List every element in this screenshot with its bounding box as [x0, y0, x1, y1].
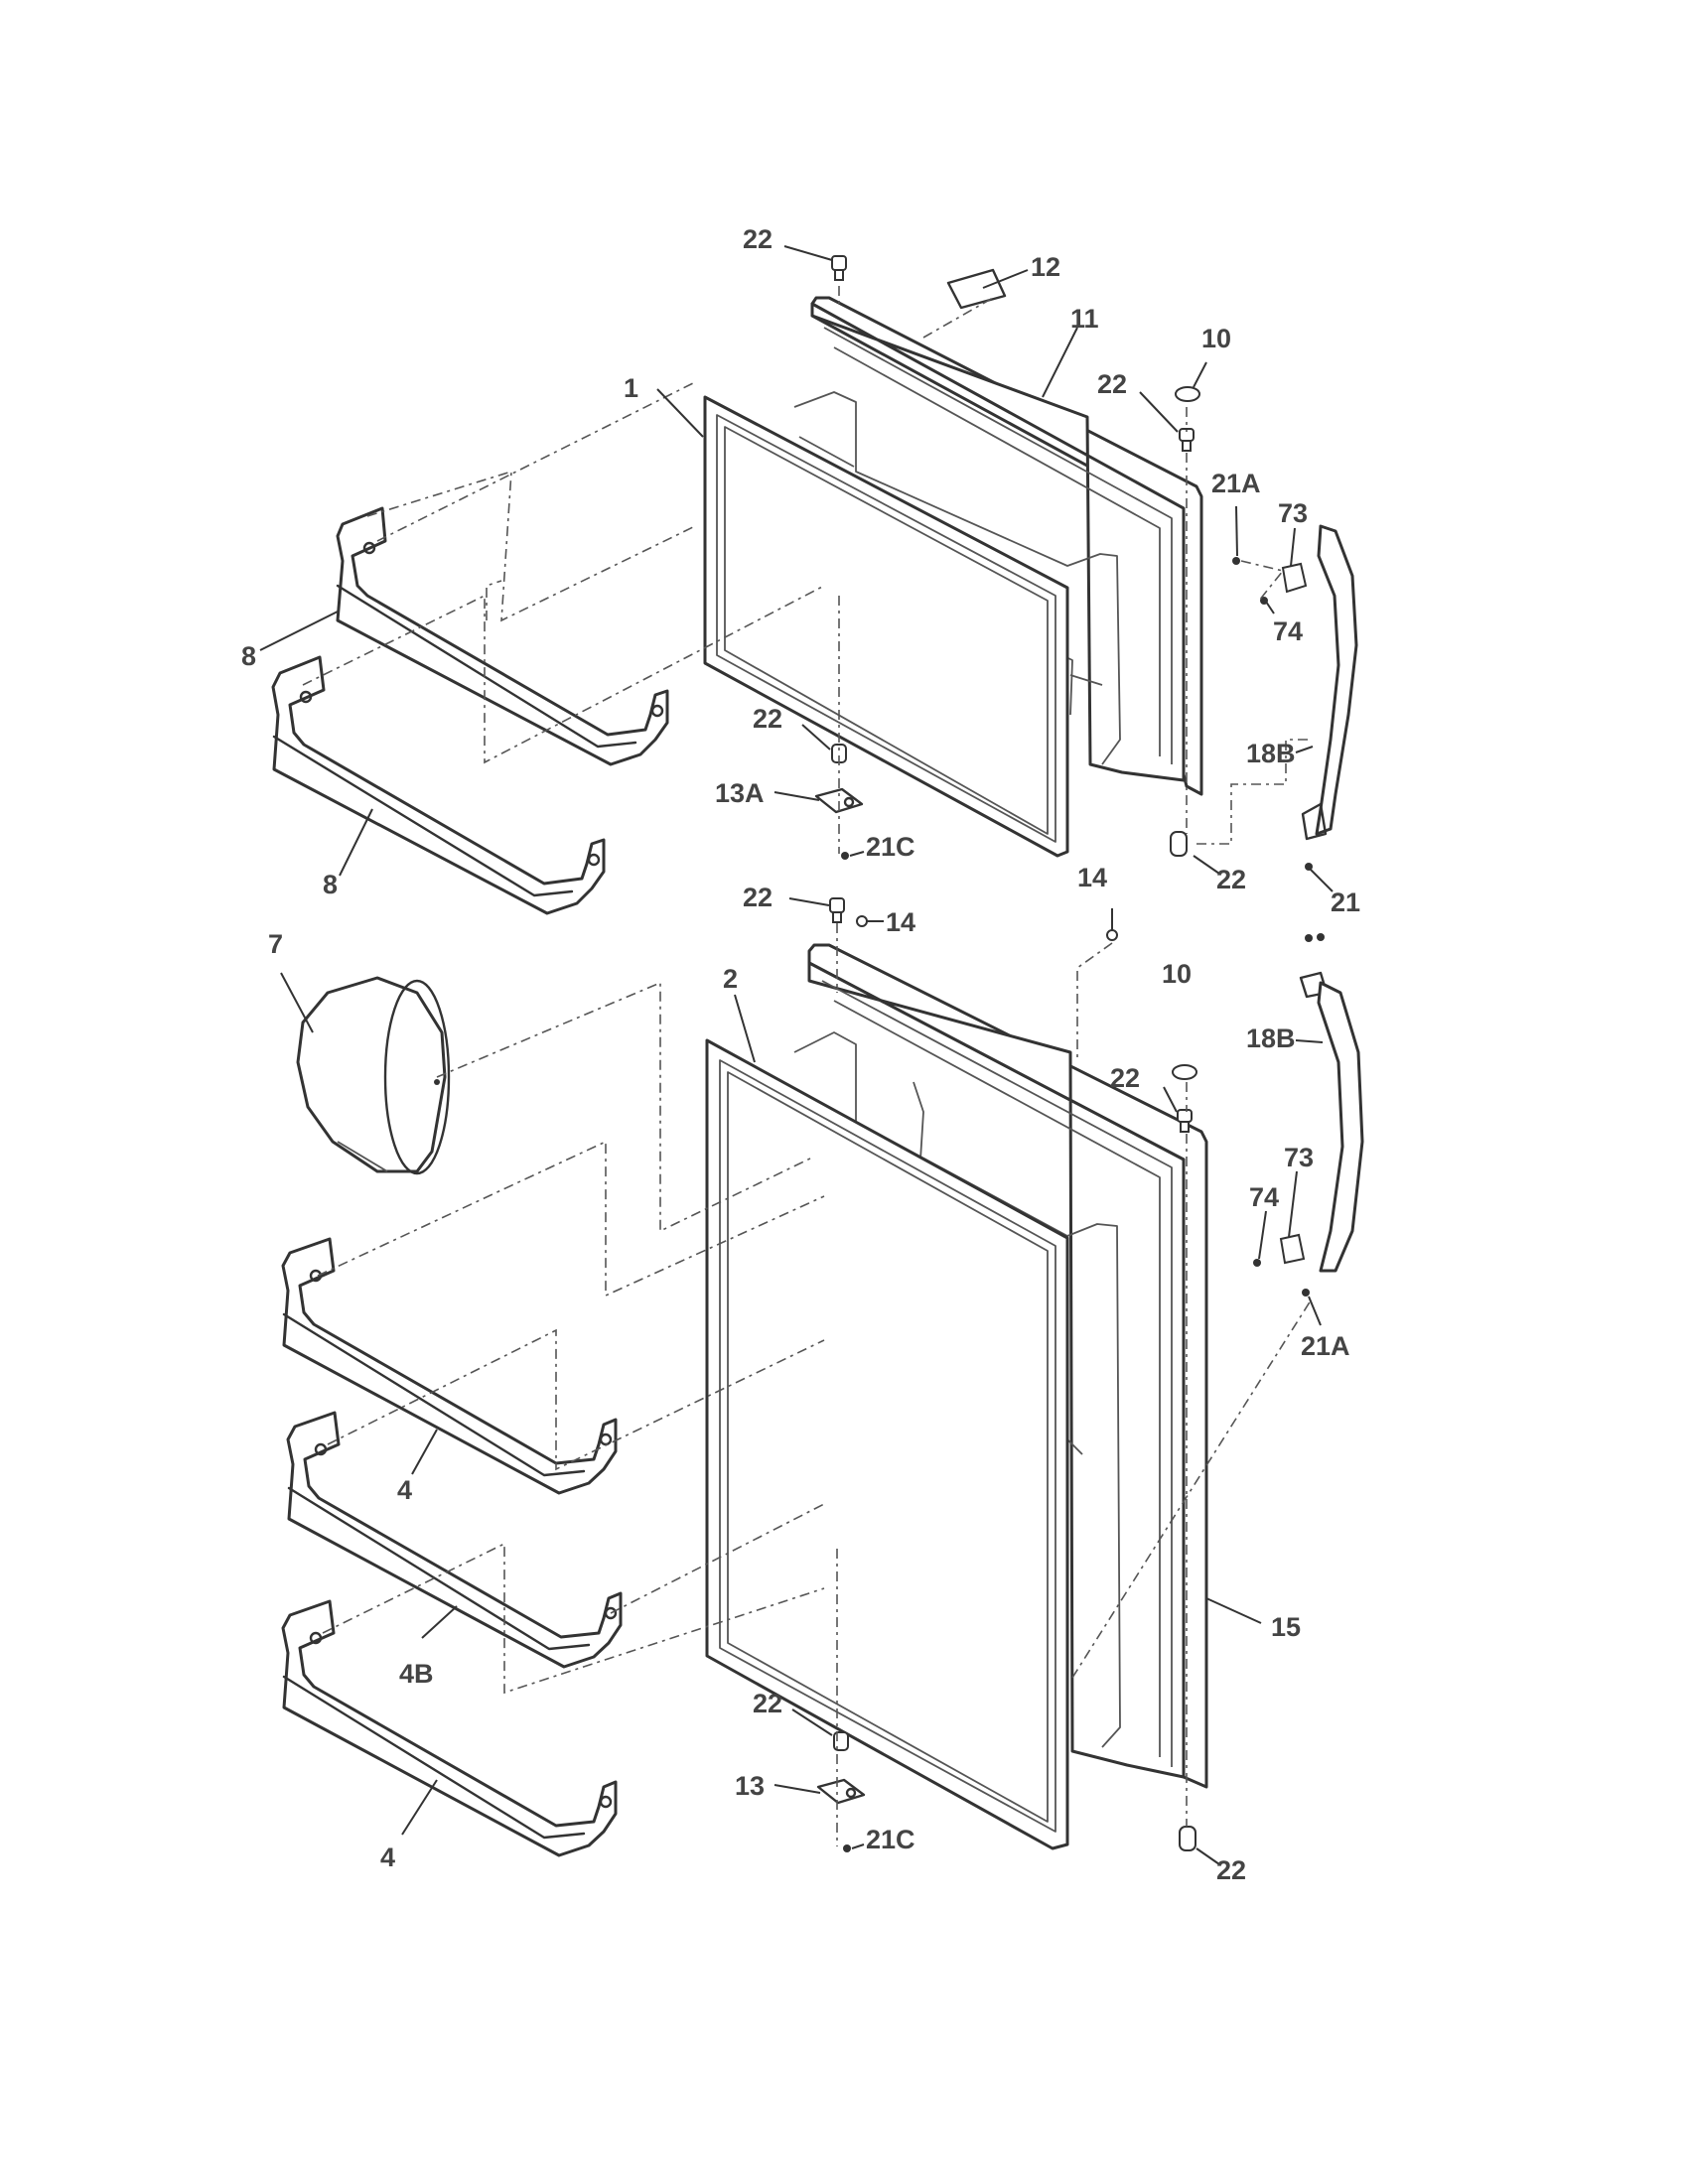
callout-13: 13 [735, 1771, 765, 1801]
fresh-food-hole-plug [1172, 1064, 1197, 1080]
callout-22-fresh-top: 22 [743, 883, 773, 912]
callout-22-fresh-hinge: 22 [1110, 1063, 1140, 1093]
callout-22-freezer-bottom: 22 [753, 704, 782, 734]
callout-18B-lower: 18B [1246, 1024, 1296, 1053]
callout-21: 21 [1331, 887, 1360, 917]
callout-73-lower: 73 [1284, 1143, 1314, 1172]
callout-14-left: 14 [886, 907, 915, 937]
callout-18B-upper: 18B [1246, 739, 1296, 768]
fresh-food-handle-screw [1253, 933, 1325, 1297]
callout-12: 12 [1031, 252, 1060, 282]
callout-21C-upper: 21C [866, 832, 915, 862]
freezer-shelf-upper [336, 506, 669, 766]
fresh-food-shelf-middle [286, 1411, 623, 1669]
callout-22-freezer-hinge: 22 [1097, 369, 1127, 399]
fresh-food-shelf-bottom [281, 1599, 618, 1857]
fresh-food-handle [1299, 971, 1364, 1273]
fresh-food-hinge-screw [843, 1844, 851, 1852]
fresh-food-hinge-pin-upper [1177, 1109, 1193, 1133]
callout-73-upper: 73 [1278, 498, 1308, 528]
callout-4B: 4B [399, 1659, 434, 1689]
callout-21C-lower: 21C [866, 1825, 915, 1854]
freezer-hole-plug [1175, 386, 1200, 402]
callout-21A-lower: 21A [1301, 1331, 1350, 1361]
callout-74-lower: 74 [1249, 1182, 1279, 1212]
callout-11: 11 [1070, 304, 1099, 334]
freezer-handle-screw [1232, 557, 1313, 871]
fresh-food-bottom-pin [1179, 1826, 1196, 1851]
callout-21A-upper: 21A [1211, 469, 1261, 498]
freezer-door-gasket [703, 395, 1069, 858]
fresh-food-bottom-hinge [816, 1778, 866, 1805]
fresh-food-handle-cap [1279, 1233, 1306, 1265]
fresh-food-hinge-pin-bottom [833, 1731, 849, 1751]
callout-4-upper: 4 [397, 1475, 412, 1505]
assembly-lines [302, 286, 1313, 1846]
freezer-door-label [946, 268, 1007, 310]
callout-1: 1 [624, 373, 638, 403]
callout-10-upper: 10 [1201, 324, 1231, 353]
callout-22-fresh-bottom: 22 [753, 1689, 782, 1718]
fresh-food-hinge-pin-top [829, 897, 845, 923]
callout-15: 15 [1271, 1612, 1301, 1642]
freezer-handle [1301, 524, 1358, 841]
callout-8-upper: 8 [241, 641, 256, 671]
freezer-door-panel [793, 296, 1203, 796]
fresh-food-door-gasket [705, 1038, 1069, 1850]
callout-4-lower: 4 [380, 1843, 395, 1872]
callout-13A: 13A [715, 778, 765, 808]
freezer-hinge-pin-upper [1179, 428, 1195, 452]
callout-22-top: 22 [743, 224, 773, 254]
callout-8-lower: 8 [323, 870, 338, 899]
freezer-bottom-pin [1170, 831, 1188, 857]
freezer-handle-cap [1281, 562, 1308, 594]
callout-14-right: 14 [1077, 863, 1107, 892]
freezer-hinge-pin-top [831, 255, 847, 281]
fresh-food-shelf-top [281, 1237, 618, 1495]
callout-22-freezer-pin: 22 [1216, 865, 1246, 894]
callout-labels: 22 12 11 10 22 1 21A 73 74 8 8 22 13A 21… [241, 224, 1360, 1885]
callout-22-fresh-pin: 22 [1216, 1855, 1246, 1885]
freezer-hinge-screw [841, 852, 849, 860]
callout-2: 2 [723, 964, 738, 994]
dairy-bin [296, 976, 451, 1175]
freezer-bottom-hinge [814, 787, 864, 814]
leader-lines [259, 245, 1334, 1865]
callout-74-upper: 74 [1273, 616, 1303, 646]
callout-10-lower: 10 [1162, 959, 1192, 989]
callout-7: 7 [268, 929, 283, 959]
